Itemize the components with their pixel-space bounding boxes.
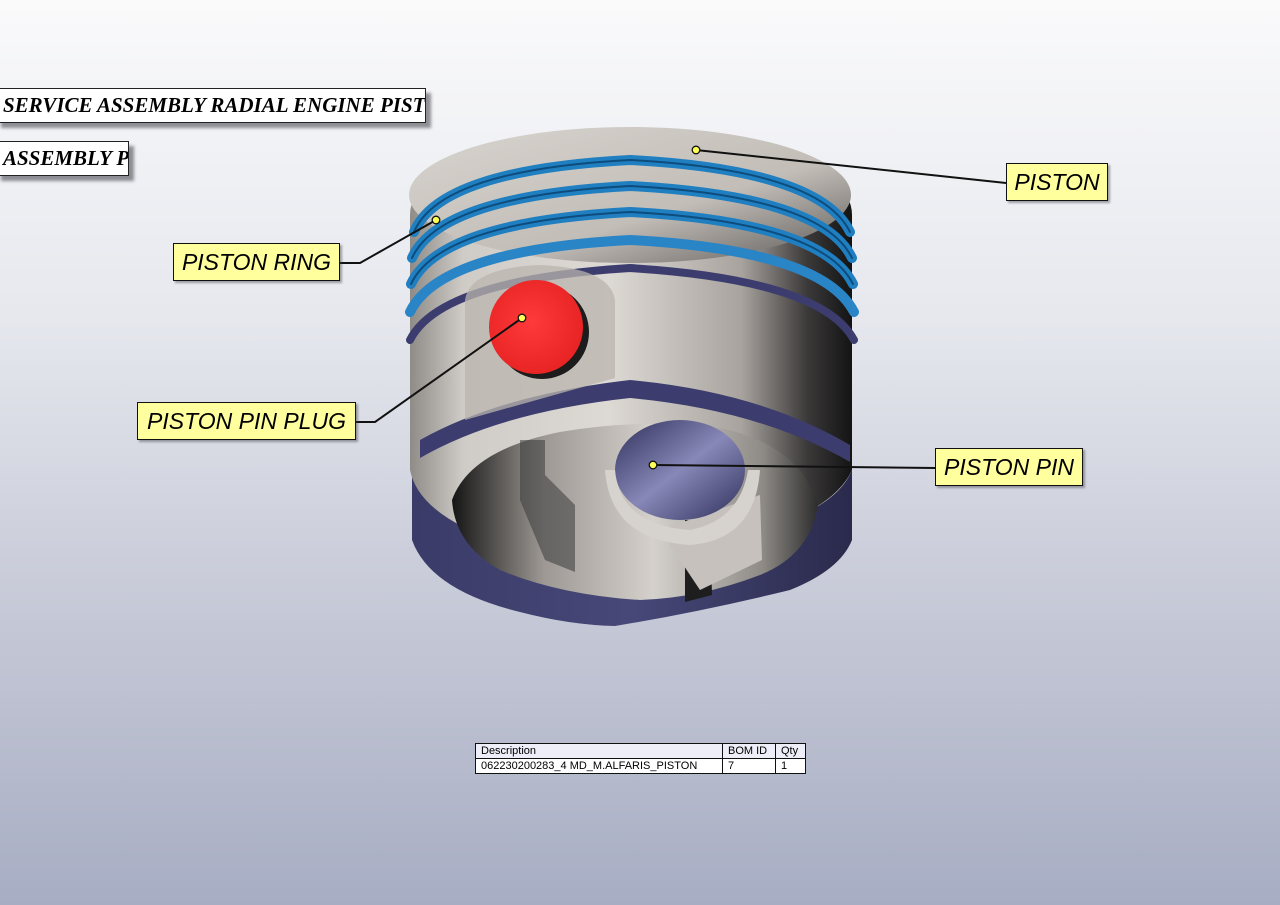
bom-cell-description: 062230200283_4 MD_M.ALFARIS_PISTON (475, 758, 723, 774)
callout-piston-pin-label: PISTON PIN (944, 454, 1074, 480)
piston-pin-boss (605, 470, 760, 545)
piston-inner-boss-left (520, 440, 575, 572)
callout-piston-pin-plug[interactable]: PISTON PIN PLUG (137, 402, 356, 440)
callout-piston-pin[interactable]: PISTON PIN (935, 448, 1083, 486)
callout-piston-ring[interactable]: PISTON RING (173, 243, 340, 281)
assembly-title: SERVICE ASSEMBLY RADIAL ENGINE PISTON (0, 88, 426, 123)
assembly-subtitle: ASSEMBLY PISTON (0, 141, 129, 176)
callout-piston-pin-plug-label: PISTON PIN PLUG (147, 408, 346, 434)
piston-pin-shape (615, 420, 745, 520)
leader-anchors (431, 145, 701, 470)
bom-header-qty: Qty (775, 743, 806, 759)
bom-header-description: Description (475, 743, 723, 759)
leader-lines (340, 149, 1007, 469)
assembly-subtitle-text: ASSEMBLY PISTON (3, 146, 129, 170)
piston-pin-plug-shape (489, 280, 583, 374)
piston-rings (405, 154, 859, 344)
piston-skirt-rim (412, 470, 852, 626)
callout-piston-label: PISTON (1014, 169, 1100, 195)
bom-cell-qty: 1 (775, 758, 806, 774)
assembly-title-text: SERVICE ASSEMBLY RADIAL ENGINE PISTON (3, 93, 426, 117)
bom-header-bom-id: BOM ID (722, 743, 776, 759)
bom-header-row: Description BOM ID Qty (475, 743, 806, 759)
callout-piston-ring-label: PISTON RING (181, 249, 332, 275)
callout-piston[interactable]: PISTON (1006, 163, 1108, 201)
bom-table: Description BOM ID Qty 062230200283_4 MD… (475, 743, 806, 774)
bom-cell-bom-id: 7 (722, 758, 776, 774)
table-row[interactable]: 062230200283_4 MD_M.ALFARIS_PISTON 7 1 (475, 758, 806, 774)
